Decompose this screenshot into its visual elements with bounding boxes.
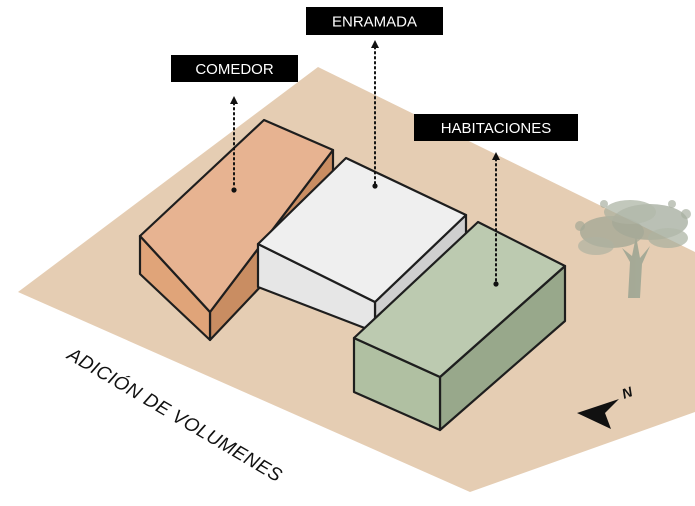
enramada-leader: [371, 40, 379, 189]
label-comedor-text: COMEDOR: [195, 61, 274, 78]
enramada-block-top-face: [256, 156, 468, 304]
label-habitaciones: HABITACIONES: [414, 114, 578, 141]
habitaciones-leader: [492, 152, 500, 287]
comedor-leader: [230, 96, 238, 193]
label-comedor: COMEDOR: [171, 55, 298, 82]
habitaciones-block: [352, 220, 567, 432]
label-enramada-text: ENRAMADA: [332, 14, 417, 31]
habitaciones-block-top-face: [352, 220, 567, 379]
label-enramada: ENRAMADA: [306, 7, 443, 35]
tree-icon: [575, 200, 691, 298]
comedor-block-top-face: [138, 118, 335, 314]
label-habitaciones-text: HABITACIONES: [441, 120, 552, 137]
